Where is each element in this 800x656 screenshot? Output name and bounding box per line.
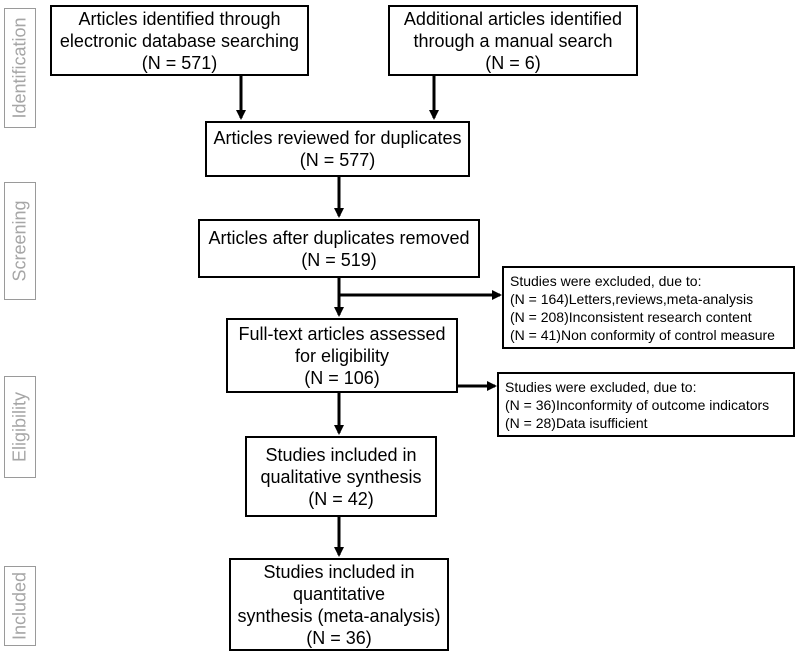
exclusion-box-2: Studies were excluded, due to: (N = 36)I… <box>497 372 795 437</box>
stage-included: Included <box>4 566 36 646</box>
stage-identification: Identification <box>4 8 36 128</box>
stage-eligibility: Eligibility <box>4 376 36 478</box>
box-qualitative-synthesis: Studies included in qualitative synthesi… <box>245 436 437 517</box>
box-fulltext-eligibility: Full-text articles assessed for eligibil… <box>226 318 458 393</box>
box-manual-search: Additional articles identified through a… <box>388 5 638 76</box>
box-database-search: Articles identified through electronic d… <box>50 5 309 76</box>
exclusion-box-1: Studies were excluded, due to: (N = 164)… <box>502 266 795 349</box>
box-after-duplicates: Articles after duplicates removed (N = 5… <box>198 219 480 278</box>
stage-screening: Screening <box>4 182 36 300</box>
box-quantitative-synthesis: Studies included in quantitative synthes… <box>229 558 449 651</box>
box-reviewed-duplicates: Articles reviewed for duplicates (N = 57… <box>205 121 470 177</box>
